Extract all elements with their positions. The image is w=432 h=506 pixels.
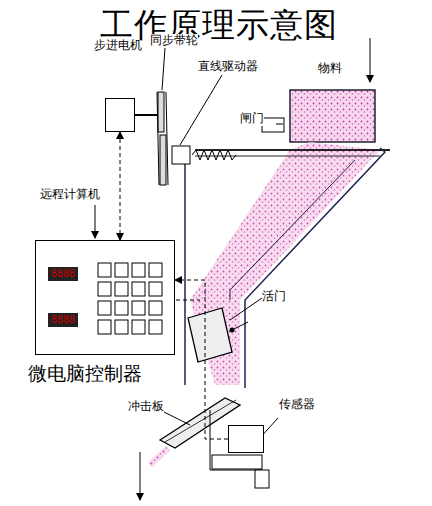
part-label: 远程计算机 [40,188,100,202]
part-label: 活门 [262,290,286,304]
display-digits: 8888 [48,313,78,327]
node-label: 步进电机 [94,39,142,53]
part-label: 冲击板 [128,400,164,414]
node-box: 传感器 [228,425,264,453]
display-digits: 8888 [48,267,78,281]
node-label: 传感器 [279,398,315,412]
node-box: 微电脑控制器88888888 [35,240,175,355]
part-label: 直线驱动器 [198,60,258,74]
keypad [36,241,173,353]
part-label: 同步带轮 [150,34,198,48]
signal-line [120,132,121,240]
node-label: 微电脑控制器 [28,363,142,385]
signal-line [175,280,228,439]
part-label: 物料 [318,62,342,76]
node-box: 步进电机 [105,98,135,132]
part-label: 闸门 [240,112,264,126]
